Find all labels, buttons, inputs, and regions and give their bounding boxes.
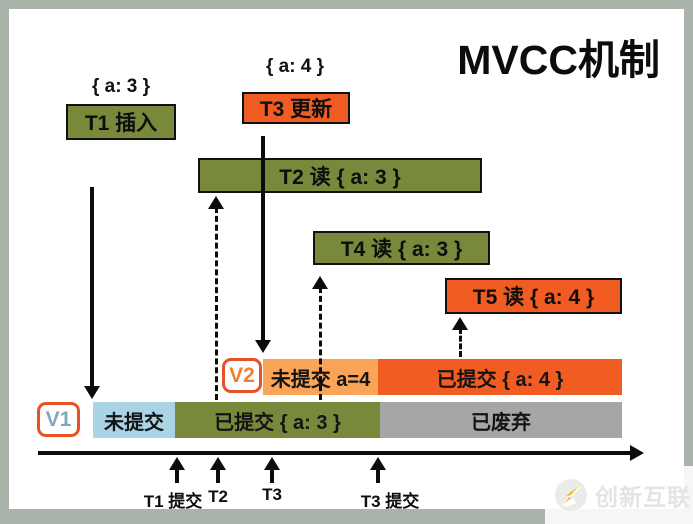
t2-read-arrow-line [215,207,218,400]
t4-read-arrow-line [319,287,322,400]
tick-t3-label: T3 [262,485,282,504]
t2-read-box: T2 读 { a: 3 } [198,158,482,193]
t3-update-arrow-head [255,340,271,353]
tick-t3-commit-label: T3 提交 [360,492,420,511]
t3-update-box: T3 更新 [242,92,350,124]
watermark: 创新互联 [545,466,693,524]
tick-t1-commit-line [175,467,179,483]
v1-discarded-segment: 已废弃 [380,402,622,438]
timeline-axis-arrow-head [630,445,644,461]
tick-t1-commit-arrow [169,457,185,470]
watermark-logo-icon [553,477,589,513]
t3-value-label: { a: 4 } [265,56,325,77]
t4-read-box: T4 读 { a: 3 } [313,231,490,265]
tick-t3-line [270,467,274,483]
tick-t2-line [216,467,220,483]
v1-committed-segment: 已提交 { a: 3 } [175,402,380,438]
t1-insert-box: T1 插入 [66,104,176,140]
tick-t1-commit-label: T1 提交 [143,492,203,511]
t5-read-box: T5 读 { a: 4 } [445,278,622,314]
v2-committed-segment: 已提交 { a: 4 } [378,359,622,395]
tick-t3-commit-arrow [370,457,386,470]
v1-badge: V1 [37,402,80,437]
t5-read-arrow-line [459,328,462,357]
tick-t2-label: T2 [208,487,228,506]
t5-read-arrow-head [452,317,468,330]
t3-update-arrow-line [261,136,265,342]
watermark-text: 创新互联 [595,484,691,510]
page-title: MVCC机制 [457,37,660,83]
tick-t2-arrow [210,457,226,470]
t2-read-arrow-head [208,196,224,209]
t1-insert-arrow-head [84,386,100,399]
t1-value-label: { a: 3 } [91,76,151,97]
v1-uncommitted-segment: 未提交 [93,402,175,438]
t1-insert-arrow-line [90,187,94,388]
timeline-axis [38,451,630,455]
t4-read-arrow-head [312,276,328,289]
tick-t3-commit-line [376,467,380,483]
v2-badge: V2 [222,358,262,393]
tick-t3-arrow [264,457,280,470]
